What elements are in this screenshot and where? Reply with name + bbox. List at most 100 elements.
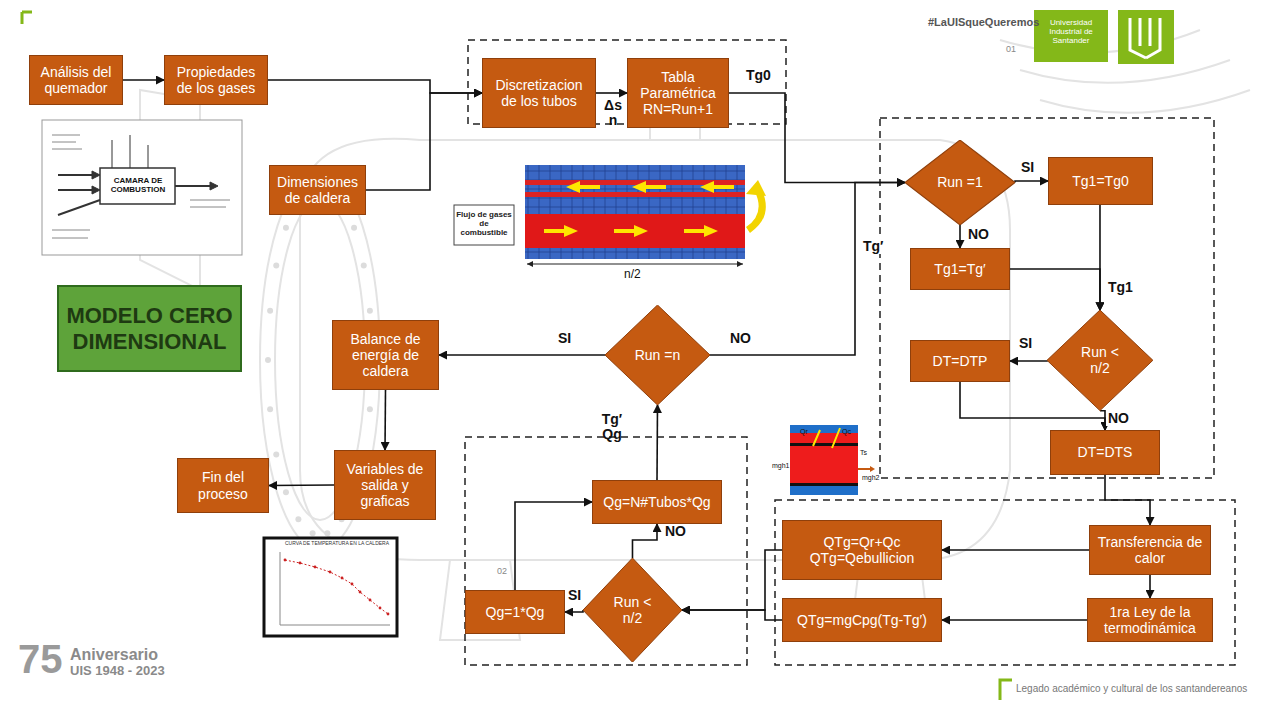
flow-arrow (269, 484, 334, 486)
edge-label: NO (728, 331, 753, 346)
flow-arrow (959, 225, 961, 248)
callout-number: 02 (497, 566, 507, 576)
node-text: Dimensiones de caldera (275, 174, 360, 206)
process-box: Balance de energía de caldera (332, 320, 439, 390)
node-text: DT=DTP (933, 353, 988, 369)
flow-arrow (682, 550, 782, 610)
flow-arrow (710, 183, 905, 356)
terminal-box: Fin del proceso (177, 458, 269, 513)
node-text: QTg=mgCpg(Tg-Tg′) (797, 612, 927, 628)
figure-label: Ts (860, 449, 867, 457)
edge-label: NO (1106, 411, 1131, 426)
node-text: QTg=Qebullicion (810, 550, 915, 566)
node-text: 1ra Ley de la termodinámica (1093, 604, 1207, 636)
uis-logos (22, 10, 1174, 700)
boiler-background (140, 30, 1250, 640)
university-logo-text: Universidad Industrial de Santander (1037, 18, 1105, 46)
flow-arrow (1100, 411, 1105, 430)
node-text: Fin del proceso (183, 469, 263, 501)
combustion-chamber-figure (42, 120, 242, 255)
flow-arrow (565, 610, 583, 612)
node-text: Propiedades de los gases (170, 64, 262, 96)
flow-arrow (268, 80, 482, 93)
edge-label: Tg1 (1106, 280, 1135, 295)
node-text: Qg=N#Tubos*Qg (603, 494, 710, 510)
anniversary-text: UIS 1948 - 2023 (70, 664, 165, 679)
node-text: Tg1=Tg′ (934, 261, 985, 277)
process-box: DT=DTS (1050, 430, 1160, 475)
flow-arrow (729, 93, 905, 183)
process-box: Análisis del quemador (29, 55, 123, 105)
equation-box: QTg=mgCpg(Tg-Tg′) (782, 598, 942, 642)
title-box: MODELO CERO DIMENSIONAL (57, 285, 242, 372)
flow-arrow (384, 390, 386, 450)
process-box: Transferencia de calor (1089, 525, 1211, 575)
chart-title: CURVA DE TEMPERATURA EN LA CALDERA (282, 541, 392, 547)
tube-discretization-figure (454, 165, 766, 267)
process-box: 1ra Ley de la termodinámica (1087, 598, 1213, 642)
figure-label: Qc (842, 428, 851, 436)
edge-label: Δs n (600, 98, 626, 129)
node-text: Run < n/2 (1070, 344, 1130, 376)
flow-arrow (632, 524, 657, 558)
signal-label: Tg′ (861, 238, 885, 254)
edge-label: NO (663, 524, 688, 539)
flow-arrow (1105, 475, 1150, 525)
edge-label: SI (1017, 336, 1034, 351)
node-text: Run < n/2 (604, 594, 661, 626)
node-text: Qg=1*Qg (486, 604, 545, 620)
node-text: Run =n (635, 347, 681, 363)
node-text: Discretizacion de los tubos (488, 77, 590, 109)
process-box: Tg1=Tg0 (1048, 157, 1153, 205)
flow-arrow (596, 92, 627, 94)
node-text: Transferencia de calor (1095, 534, 1205, 566)
flow-arrow (123, 79, 164, 81)
dimension-label: n/2 (624, 268, 641, 282)
node-text: Análisis del quemador (35, 64, 117, 96)
edge-label: SI (566, 588, 583, 603)
node-text: DT=DTS (1078, 444, 1133, 460)
process-box: Discretizacion de los tubos (482, 58, 596, 128)
figure-label: Qr (800, 428, 808, 436)
group-brackets (465, 40, 1235, 665)
footer-text: Legado académico y cultural de los santa… (1016, 683, 1247, 695)
flow-arrow (1010, 360, 1047, 362)
equation-box: QTg=Qr+QcQTg=Qebullicion (782, 520, 942, 580)
edge-label: SI (1019, 160, 1036, 175)
flow-arrow (942, 619, 1087, 621)
flow-arrow (366, 93, 482, 190)
decision-diamond: Run < n/2 (1047, 310, 1153, 411)
process-box: Tg1=Tg′ (910, 248, 1010, 290)
process-box: Variables de salida y graficas (334, 450, 436, 520)
anniversary-text: Aniversario (70, 646, 158, 664)
decision-diamond: Run < n/2 (583, 558, 682, 662)
edge-label: NO (966, 227, 991, 242)
figure-label: mgh2 (862, 474, 880, 482)
node-text: Tabla Paramétrica RN=Run+1 (633, 69, 723, 117)
flow-arrow (515, 502, 592, 590)
callout-number: 01 (1006, 44, 1016, 54)
flow-arrow (942, 549, 1089, 551)
flow-arrow (682, 610, 782, 620)
process-box: Dimensiones de caldera (269, 165, 366, 215)
control-volume-figure (790, 425, 875, 495)
flow-arrow (1149, 575, 1151, 598)
flow-arrow (439, 354, 605, 356)
node-text: Run =1 (937, 174, 983, 190)
decision-diamond: Run =1 (905, 140, 1015, 225)
node-text: Tg1=Tg0 (1072, 173, 1128, 189)
process-box: Tabla Paramétrica RN=Run+1 (627, 58, 729, 128)
edge-label: Tg0 (744, 68, 773, 83)
flow-arrow (1010, 269, 1100, 310)
anniversary-number: 75 (18, 636, 63, 682)
figure-label: Flujo de gases de combustible (456, 210, 512, 238)
node-text: Variables de salida y graficas (340, 461, 430, 509)
hashtag-logo: #LaUISqueQueremos (928, 16, 1039, 29)
process-box: DT=DTP (910, 340, 1010, 382)
edge-label: SI (556, 331, 573, 346)
node-text: MODELO CERO DIMENSIONAL (63, 303, 236, 354)
flow-arrow (1015, 181, 1048, 183)
figure-label: mgh1 (772, 462, 790, 470)
process-box: Propiedades de los gases (164, 55, 268, 105)
flow-arrow (656, 405, 658, 480)
